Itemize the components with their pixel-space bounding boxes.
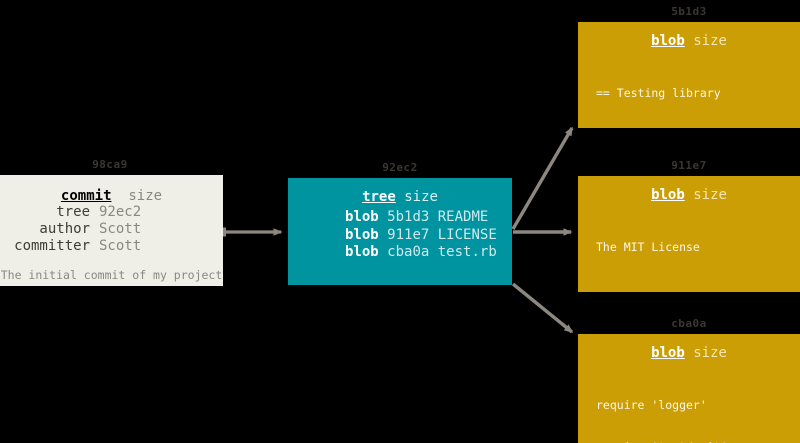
blob-keyword: blob	[651, 33, 685, 49]
blob-object-box-license: blob size The MIT License Copyright (c) …	[578, 176, 800, 292]
commit-field-value: Scott	[99, 238, 142, 254]
blob-license-hash-label: 911e7	[671, 159, 707, 172]
blob-content-line: == Testing library	[596, 86, 721, 100]
tree-entry-name: LICENSE	[437, 226, 497, 243]
commit-size-label: size	[128, 188, 163, 204]
commit-field-key: committer	[14, 238, 90, 254]
blob-content-line: require 'logger'	[596, 398, 707, 412]
blob-size-label: size	[693, 187, 727, 203]
commit-field-row: tree 92ec2	[0, 204, 165, 221]
blob-readme-content: == Testing library This library is used …	[578, 58, 800, 128]
commit-hash-label: 98ca9	[92, 158, 128, 171]
tree-entry-list: blob 5b1d3 README blob 911e7 LICENSE blo…	[288, 209, 512, 262]
tree-entry-type: blob	[345, 209, 379, 225]
blob-license-title: blob size	[578, 187, 800, 203]
blob-size-label: size	[693, 345, 727, 361]
blob-size-label: size	[693, 33, 727, 49]
blob-object-box-readme: blob size == Testing library This librar…	[578, 22, 800, 128]
blob-test-content: require 'logger' require 'test/unit' cla…	[578, 370, 800, 443]
blob-keyword: blob	[651, 187, 685, 203]
commit-message: The initial commit of my project	[0, 268, 223, 282]
commit-title: commit size	[0, 188, 223, 204]
blob-test-hash-label: cba0a	[671, 317, 707, 330]
commit-object-box: commit size tree 92ec2 author Scott comm…	[0, 175, 223, 286]
tree-entry-name: test.rb	[437, 244, 497, 260]
blob-keyword: blob	[651, 345, 685, 361]
arrow-tree-to-blob-test	[511, 282, 574, 334]
blob-content-line: The MIT License	[596, 240, 700, 254]
commit-field-row: author Scott	[0, 221, 165, 238]
tree-entry-hash: 5b1d3	[387, 209, 430, 225]
blob-content-line: require 'test/unit'	[596, 440, 800, 443]
tree-object-box: tree size blob 5b1d3 README blob 911e7 L…	[288, 178, 512, 285]
tree-entry-type: blob	[345, 226, 379, 243]
tree-entry-type: blob	[345, 244, 379, 260]
tree-entry-hash: cba0a	[387, 244, 430, 260]
blob-license-content: The MIT License Copyright (c) 2008 Scott…	[578, 212, 800, 292]
arrow-tree-to-blob-readme	[511, 126, 574, 230]
commit-field-value: Scott	[99, 221, 142, 237]
tree-title: tree size	[288, 189, 512, 205]
tree-keyword: tree	[362, 189, 396, 205]
commit-field-key: tree	[56, 204, 90, 220]
tree-size-label: size	[404, 189, 438, 205]
tree-entry-row: blob 5b1d3 README	[345, 209, 512, 227]
tree-entry-row: blob cba0a test.rb	[345, 244, 512, 262]
blob-readme-hash-label: 5b1d3	[671, 5, 707, 18]
commit-field-row: committer Scott	[0, 238, 165, 255]
commit-field-key: author	[39, 221, 90, 237]
arrow-commit-to-tree	[222, 227, 283, 237]
blob-test-title: blob size	[578, 345, 800, 361]
tree-hash-label: 92ec2	[382, 161, 418, 174]
tree-entry-name: README	[437, 209, 489, 225]
commit-field-list: tree 92ec2 author Scott committer Scott	[0, 204, 223, 255]
blob-readme-title: blob size	[578, 33, 800, 49]
tree-entry-hash: 911e7	[387, 226, 430, 243]
tree-entry-row: blob 911e7 LICENSE	[345, 227, 512, 245]
commit-keyword: commit	[60, 188, 112, 204]
blob-object-box-test: blob size require 'logger' require 'test…	[578, 334, 800, 443]
commit-field-value: 92ec2	[99, 204, 142, 220]
